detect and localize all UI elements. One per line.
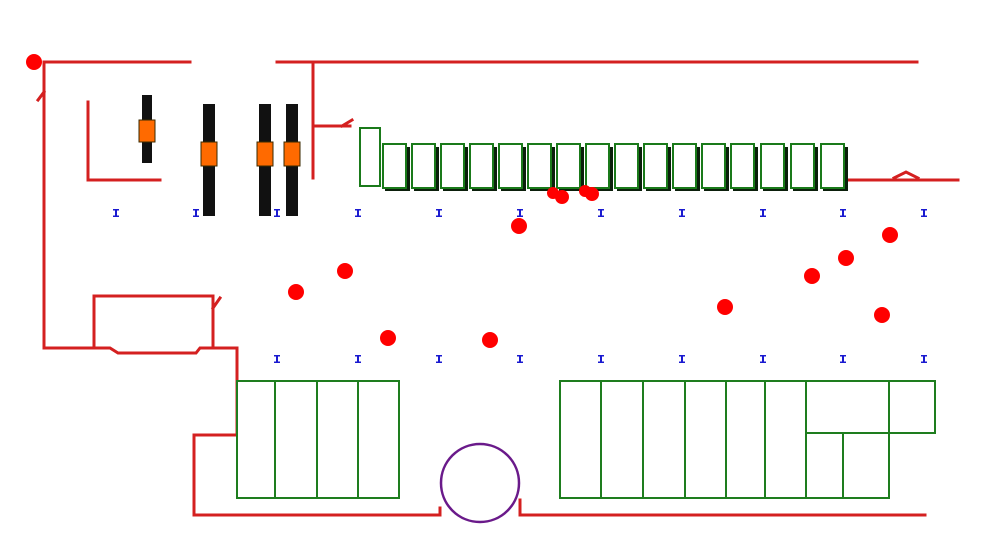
shelf-unit bbox=[684, 380, 727, 499]
marker-i-icon bbox=[598, 355, 604, 363]
rack-unit bbox=[411, 143, 436, 189]
rack-unit bbox=[701, 143, 726, 189]
rack-end-tall bbox=[359, 127, 381, 187]
marker-i-icon bbox=[355, 355, 361, 363]
shelves-lower-right bbox=[559, 380, 936, 499]
position-dot bbox=[804, 268, 820, 284]
marker-i-icon bbox=[840, 355, 846, 363]
position-dot bbox=[882, 227, 898, 243]
marker-i-icon bbox=[760, 355, 766, 363]
marker-i-icon bbox=[436, 209, 442, 217]
wall-outer-left bbox=[42, 60, 442, 517]
rack-unit bbox=[498, 143, 523, 189]
markers bbox=[113, 209, 927, 363]
walls bbox=[35, 60, 960, 517]
position-dot bbox=[288, 284, 304, 300]
rack-unit bbox=[469, 143, 494, 189]
rack-unit bbox=[614, 143, 639, 189]
rack-unit bbox=[760, 143, 785, 189]
shelf-unit bbox=[316, 380, 359, 499]
rack-unit bbox=[790, 143, 815, 189]
sensor-4 bbox=[283, 141, 301, 167]
wall-bottom-right bbox=[518, 498, 927, 517]
shelf-unit bbox=[559, 380, 602, 499]
shelf-unit bbox=[764, 380, 807, 499]
shelf-unit bbox=[805, 380, 890, 434]
shelf-unit bbox=[888, 380, 936, 434]
shelf-unit bbox=[642, 380, 686, 499]
shelf-unit bbox=[357, 380, 400, 499]
position-dot bbox=[482, 332, 498, 348]
marker-i-icon bbox=[193, 209, 199, 217]
shelf-unit bbox=[274, 380, 318, 499]
rack-unit bbox=[585, 143, 610, 189]
posts bbox=[138, 95, 301, 216]
shelf-unit bbox=[842, 432, 890, 499]
marker-i-icon bbox=[921, 209, 927, 217]
position-dot bbox=[717, 299, 733, 315]
rack-row-upper bbox=[359, 127, 848, 191]
rack-unit bbox=[672, 143, 697, 189]
wall-inner-left-bracket bbox=[86, 100, 162, 182]
marker-i-icon bbox=[840, 209, 846, 217]
rack-unit bbox=[556, 143, 581, 189]
wall-top-right bbox=[275, 60, 919, 180]
marker-i-icon bbox=[760, 209, 766, 217]
marker-i-icon bbox=[436, 355, 442, 363]
marker-i-icon bbox=[113, 209, 119, 217]
position-dot bbox=[838, 250, 854, 266]
sensor-3 bbox=[256, 141, 274, 167]
shelf-unit bbox=[600, 380, 644, 499]
position-dot bbox=[337, 263, 353, 279]
shelf-unit bbox=[805, 432, 844, 499]
marker-i-icon bbox=[679, 209, 685, 217]
marker-i-icon bbox=[274, 355, 280, 363]
shelf-unit bbox=[236, 380, 276, 499]
marker-i-icon bbox=[921, 355, 927, 363]
rack-unit bbox=[527, 143, 552, 189]
position-dots bbox=[26, 54, 898, 348]
position-dot bbox=[585, 187, 599, 201]
rack-unit bbox=[820, 143, 845, 189]
position-dot bbox=[26, 54, 42, 70]
rack-unit bbox=[730, 143, 755, 189]
shelves-lower-left bbox=[236, 380, 400, 499]
wall-left-tick bbox=[35, 89, 47, 103]
rack-unit bbox=[643, 143, 668, 189]
marker-i-icon bbox=[274, 209, 280, 217]
marker-i-icon bbox=[598, 209, 604, 217]
marker-i-icon bbox=[517, 209, 523, 217]
wall-counter bbox=[92, 294, 223, 350]
marker-i-icon bbox=[517, 355, 523, 363]
position-dot bbox=[511, 218, 527, 234]
sensor-1 bbox=[138, 119, 156, 143]
position-dot bbox=[380, 330, 396, 346]
shelf-unit bbox=[725, 380, 766, 499]
rack-unit bbox=[382, 143, 407, 189]
rack-unit bbox=[440, 143, 465, 189]
position-dot bbox=[555, 190, 569, 204]
marker-i-icon bbox=[679, 355, 685, 363]
position-dot bbox=[874, 307, 890, 323]
sensor-2 bbox=[200, 141, 218, 167]
round-table bbox=[439, 442, 521, 524]
wall-right-ledge bbox=[838, 170, 960, 182]
marker-i-icon bbox=[355, 209, 361, 217]
